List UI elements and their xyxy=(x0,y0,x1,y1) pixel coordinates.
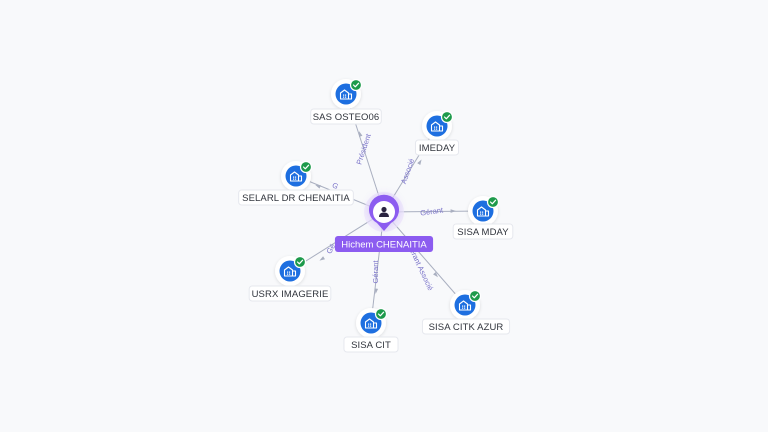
company-node[interactable]: SAS OSTEO06 xyxy=(310,78,382,125)
check-icon xyxy=(440,110,454,124)
building-icon xyxy=(339,89,353,100)
company-node[interactable]: SELARL DR CHENAITIA xyxy=(238,160,354,206)
company-label-bg xyxy=(248,285,332,302)
edge-relation-label: Gérant xyxy=(371,260,380,284)
building-icon xyxy=(283,266,297,277)
company-label-bg xyxy=(452,223,514,240)
edge-line xyxy=(383,211,466,306)
building-icon xyxy=(458,300,472,311)
check-icon xyxy=(468,289,482,303)
company-node[interactable]: SISA MDAY xyxy=(452,195,514,240)
edge-arrow-icon xyxy=(433,272,438,278)
building-icon xyxy=(364,318,378,329)
edge-arrow-icon xyxy=(417,159,422,165)
building-icon xyxy=(430,121,444,132)
check-icon xyxy=(349,78,363,92)
check-icon xyxy=(299,160,313,174)
edge-arrow-icon xyxy=(359,131,363,137)
company-name: SAS OSTEO06 xyxy=(313,112,380,123)
edge-arrow-icon xyxy=(450,209,456,213)
center-label-bg xyxy=(334,236,434,252)
company-name: SISA CITK AZUR xyxy=(429,322,504,333)
company-label-bg xyxy=(414,139,460,156)
building-icon xyxy=(476,206,490,217)
edge-arrow-icon xyxy=(319,256,325,261)
check-icon xyxy=(374,307,388,321)
company-name: SISA CIT xyxy=(351,340,391,351)
person-icon xyxy=(379,206,389,217)
company-node[interactable]: USRX IMAGERIE xyxy=(248,255,332,302)
company-label-bg xyxy=(421,318,511,335)
company-node[interactable]: SISA CITK AZUR xyxy=(421,289,511,335)
company-label-bg xyxy=(343,336,399,353)
company-node[interactable]: IMEDAY xyxy=(414,110,460,156)
edge-arrow-icon xyxy=(374,288,379,294)
edge-arrow-icon xyxy=(315,184,321,189)
check-icon xyxy=(486,195,500,209)
center-person-name: Hichem CHENAITIA xyxy=(341,240,427,251)
edge-relation-label: Gérant xyxy=(420,205,445,217)
center-person-node[interactable]: Hichem CHENAITIA xyxy=(334,192,434,252)
check-icon xyxy=(293,255,307,269)
edge-relation-label: Gé xyxy=(324,242,337,255)
edge-relation-label: Président xyxy=(354,132,373,166)
company-name: IMEDAY xyxy=(419,143,456,154)
company-label-bg xyxy=(310,108,382,125)
edge-relation-label: Associé xyxy=(399,157,416,185)
company-node[interactable]: SISA CIT xyxy=(343,307,399,353)
building-icon xyxy=(289,171,303,182)
company-name: USRX IMAGERIE xyxy=(252,289,329,300)
edge-relation-label: G xyxy=(330,180,340,191)
company-name: SELARL DR CHENAITIA xyxy=(242,193,350,204)
company-label-bg xyxy=(238,189,354,206)
company-name: SISA MDAY xyxy=(457,227,509,238)
